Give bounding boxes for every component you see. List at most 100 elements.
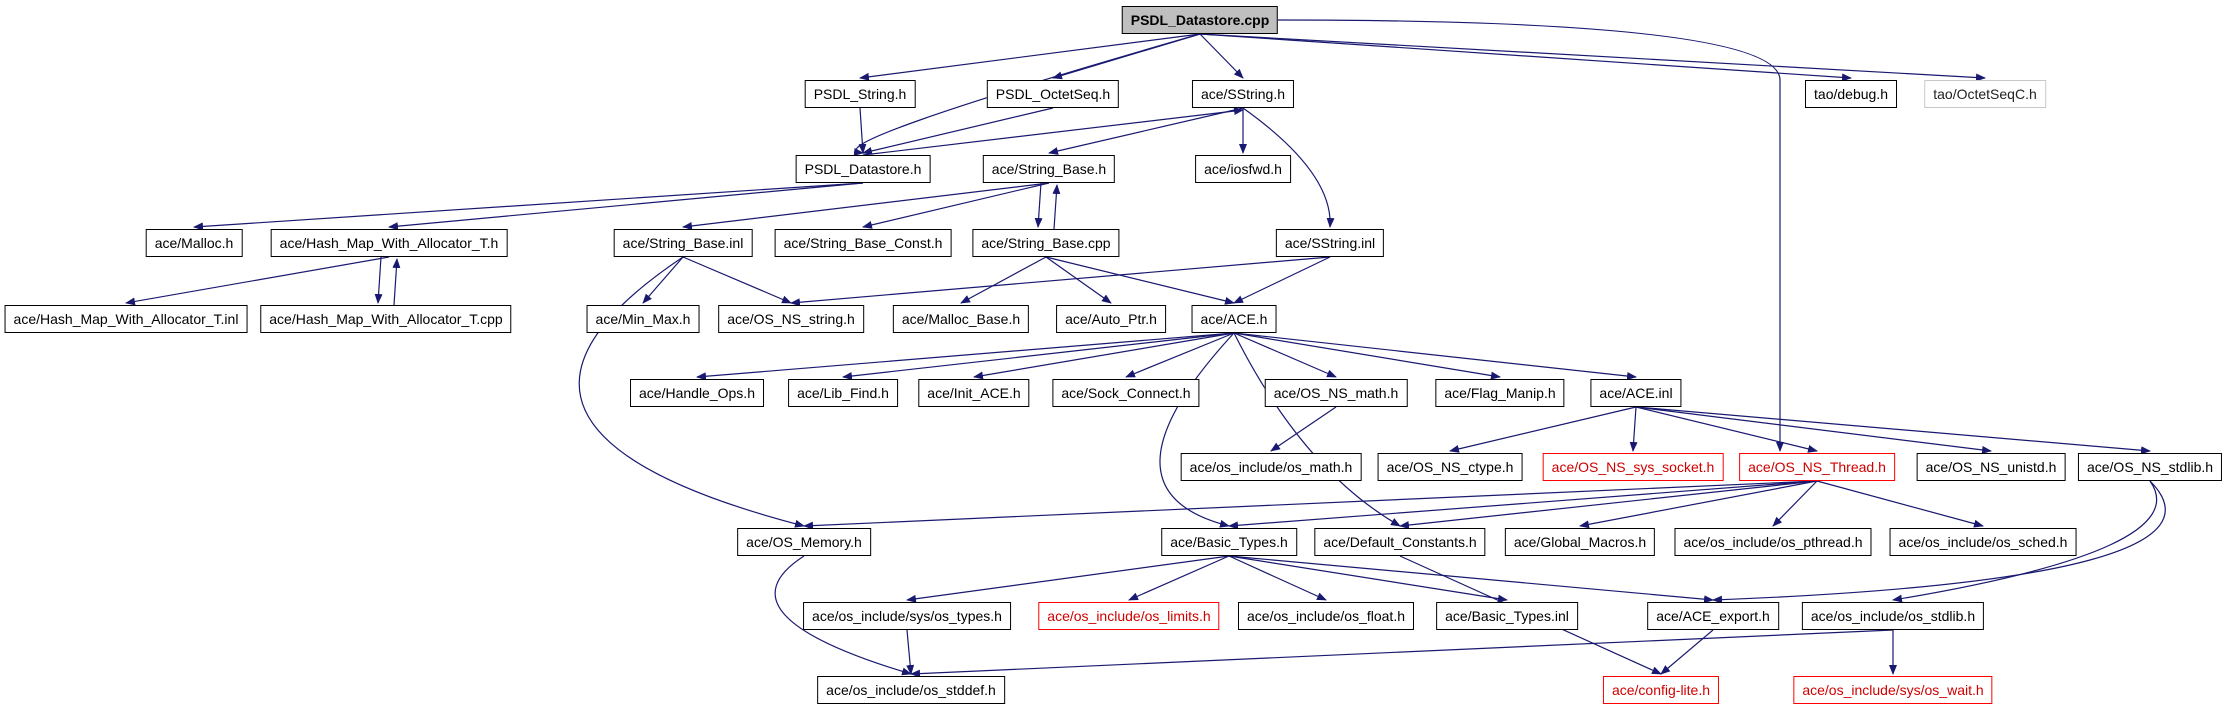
graph-node-psdl_datastore_cpp[interactable]: PSDL_Datastore.cpp xyxy=(1121,6,1279,34)
graph-node-os_memory_h[interactable]: ace/OS_Memory.h xyxy=(737,528,871,556)
edge-ace_inl-to-os_ns_sys_socket_h xyxy=(1629,406,1638,452)
graph-node-os_ns_ctype_h[interactable]: ace/OS_NS_ctype.h xyxy=(1377,453,1523,481)
graph-node-os_pthread_h[interactable]: ace/os_include/os_pthread.h xyxy=(1674,528,1872,556)
graph-node-handle_ops_h[interactable]: ace/Handle_Ops.h xyxy=(630,379,764,407)
edge-os_stdlib_h-to-os_stddef_h xyxy=(910,629,1894,678)
edge-ace_inl-to-os_ns_stdlib_h xyxy=(1635,406,2151,455)
graph-node-os_ns_thread_h[interactable]: ace/OS_NS_Thread.h xyxy=(1739,453,1895,481)
graph-node-malloc_base_h[interactable]: ace/Malloc_Base.h xyxy=(892,305,1030,333)
edge-os_ns_stdlib_h-to-ace_export_h xyxy=(1712,480,2166,604)
graph-node-os_math_h[interactable]: ace/os_include/os_math.h xyxy=(1180,453,1362,481)
graph-node-os_ns_unistd_h[interactable]: ace/OS_NS_unistd.h xyxy=(1916,453,2066,481)
graph-node-psdl_string_h[interactable]: PSDL_String.h xyxy=(804,80,916,108)
edge-psdl_datastore_h-to-sstring_h xyxy=(862,107,1244,156)
edge-ace_h-to-default_constants_h xyxy=(1233,332,1401,527)
edge-ace_h-to-sock_connect_h xyxy=(1125,332,1235,378)
edge-psdl_datastore_h-to-malloc_h xyxy=(193,182,864,231)
edge-os_ns_thread_h-to-os_sched_h xyxy=(1816,480,1984,528)
graph-node-init_ace_h[interactable]: ace/Init_ACE.h xyxy=(918,379,1030,407)
edge-ace_inl-to-os_ns_unistd_h xyxy=(1635,406,1992,454)
edge-psdl_string_h-to-psdl_datastore_h xyxy=(858,107,867,154)
graph-node-psdl_datastore_h[interactable]: PSDL_Datastore.h xyxy=(795,155,931,183)
edge-string_base_cpp-to-ace_h xyxy=(1045,256,1235,305)
graph-node-sstring_inl[interactable]: ace/SString.inl xyxy=(1275,229,1385,257)
edge-hashmap_cpp-to-hashmap_h xyxy=(392,258,401,306)
edge-ace_h-to-ace_inl xyxy=(1233,332,1637,380)
edge-string_base_cpp-to-malloc_base_h xyxy=(960,256,1047,304)
graph-node-ace_h[interactable]: ace/ACE.h xyxy=(1191,305,1277,333)
graph-node-string_base_const_h[interactable]: ace/String_Base_Const.h xyxy=(774,229,952,257)
edge-ace_h-to-os_ns_math_h xyxy=(1233,332,1337,378)
edge-os_ns_thread_h-to-os_memory_h xyxy=(803,480,1818,530)
edge-os_ns_thread_h-to-default_constants_h xyxy=(1399,480,1818,530)
graph-node-os_ns_sys_socket_h[interactable]: ace/OS_NS_sys_socket.h xyxy=(1542,453,1724,481)
graph-node-flag_manip_h[interactable]: ace/Flag_Manip.h xyxy=(1435,379,1565,407)
edge-string_base_h-to-string_base_inl xyxy=(682,182,1050,230)
edge-sstring_inl-to-ace_h xyxy=(1233,256,1331,304)
graph-node-hashmap_inl[interactable]: ace/Hash_Map_With_Allocator_T.inl xyxy=(4,305,248,333)
graph-node-config_lite_h[interactable]: ace/config-lite.h xyxy=(1602,676,1720,704)
edge-hashmap_h-to-hashmap_inl xyxy=(125,256,390,306)
graph-node-ace_export_h[interactable]: ace/ACE_export.h xyxy=(1647,602,1779,630)
graph-node-os_stdlib_h[interactable]: ace/os_include/os_stdlib.h xyxy=(1801,602,1985,630)
graph-node-hashmap_cpp[interactable]: ace/Hash_Map_With_Allocator_T.cpp xyxy=(260,305,512,333)
graph-node-sys_os_types_h[interactable]: ace/os_include/sys/os_types.h xyxy=(803,602,1011,630)
graph-node-tao_octetseqc_h: tao/OctetSeqC.h xyxy=(1924,80,2046,108)
edge-ace_h-to-lib_find_h xyxy=(842,332,1235,380)
graph-node-tao_debug_h[interactable]: tao/debug.h xyxy=(1805,80,1897,108)
edge-string_base_inl-to-os_ns_string_h xyxy=(682,256,792,304)
graph-node-os_float_h[interactable]: ace/os_include/os_float.h xyxy=(1238,602,1414,630)
graph-node-os_stddef_h[interactable]: ace/os_include/os_stddef.h xyxy=(817,676,1005,704)
graph-node-os_ns_math_h[interactable]: ace/OS_NS_math.h xyxy=(1264,379,1408,407)
graph-node-os_limits_h[interactable]: ace/os_include/os_limits.h xyxy=(1038,602,1220,630)
edge-psdl_datastore_h-to-hashmap_h xyxy=(388,182,864,231)
edge-psdl_octetseq_h-to-psdl_datastore_h xyxy=(862,107,1054,155)
graph-node-auto_ptr_h[interactable]: ace/Auto_Ptr.h xyxy=(1056,305,1166,333)
edge-os_ns_stdlib_h-to-os_stdlib_h xyxy=(1892,480,2158,603)
edge-os_ns_thread_h-to-global_macros_h xyxy=(1579,480,1818,529)
graph-node-hashmap_h[interactable]: ace/Hash_Map_With_Allocator_T.h xyxy=(270,229,508,257)
graph-node-psdl_octetseq_h[interactable]: PSDL_OctetSeq.h xyxy=(986,80,1120,108)
graph-node-global_macros_h[interactable]: ace/Global_Macros.h xyxy=(1504,528,1656,556)
graph-node-basic_types_inl[interactable]: ace/Basic_Types.inl xyxy=(1436,602,1578,630)
graph-node-iosfwd_h[interactable]: ace/iosfwd.h xyxy=(1195,155,1291,183)
edge-ace_h-to-handle_ops_h xyxy=(696,332,1235,381)
graph-node-default_constants_h[interactable]: ace/Default_Constants.h xyxy=(1314,528,1486,556)
edge-psdl_datastore_cpp-to-psdl_string_h xyxy=(859,33,1201,81)
graph-node-string_base_inl[interactable]: ace/String_Base.inl xyxy=(613,229,753,257)
edge-ace_h-to-basic_types_h xyxy=(1159,332,1235,528)
edge-psdl_datastore_cpp-to-tao_octetseqc_h xyxy=(1199,33,1986,82)
graph-node-os_ns_stdlib_h[interactable]: ace/OS_NS_stdlib.h xyxy=(2077,453,2223,481)
edge-psdl_datastore_cpp-to-tao_debug_h xyxy=(1199,33,1852,82)
graph-node-string_base_h[interactable]: ace/String_Base.h xyxy=(982,155,1116,183)
graph-node-lib_find_h[interactable]: ace/Lib_Find.h xyxy=(788,379,898,407)
graph-node-sock_connect_h[interactable]: ace/Sock_Connect.h xyxy=(1052,379,1200,407)
edge-sstring_h-to-string_base_h xyxy=(1048,107,1244,155)
edge-os_ns_math_h-to-os_math_h xyxy=(1270,406,1337,452)
graph-node-sys_os_wait_h[interactable]: ace/os_include/sys/os_wait.h xyxy=(1793,676,1993,704)
edge-ace_inl-to-os_ns_ctype_h xyxy=(1449,406,1637,453)
graph-node-min_max_h[interactable]: ace/Min_Max.h xyxy=(586,305,700,333)
edge-string_base_inl-to-os_memory_h xyxy=(578,256,805,528)
graph-node-os_sched_h[interactable]: ace/os_include/os_sched.h xyxy=(1889,528,2077,556)
edge-ace_export_h-to-config_lite_h xyxy=(1660,629,1714,675)
graph-node-sstring_h[interactable]: ace/SString.h xyxy=(1191,80,1295,108)
graph-node-ace_inl[interactable]: ace/ACE.inl xyxy=(1590,379,1682,407)
edge-os_ns_thread_h-to-os_pthread_h xyxy=(1772,480,1818,527)
edge-hashmap_h-to-hashmap_cpp xyxy=(374,256,383,304)
edge-sstring_inl-to-os_ns_string_h xyxy=(790,256,1331,307)
edge-string_base_h-to-string_base_const_h xyxy=(862,182,1050,229)
edge-sstring_h-to-sstring_inl xyxy=(1242,107,1335,228)
graph-node-basic_types_h[interactable]: ace/Basic_Types.h xyxy=(1161,528,1297,556)
graph-node-os_ns_string_h[interactable]: ace/OS_NS_string.h xyxy=(718,305,864,333)
edge-ace_h-to-flag_manip_h xyxy=(1233,332,1501,380)
edge-string_base_cpp-to-auto_ptr_h xyxy=(1045,256,1112,304)
edge-string_base_cpp-to-string_base_h xyxy=(1052,184,1061,230)
graph-node-string_base_cpp[interactable]: ace/String_Base.cpp xyxy=(972,229,1120,257)
graph-node-malloc_h[interactable]: ace/Malloc.h xyxy=(145,229,243,257)
edge-string_base_inl-to-min_max_h xyxy=(642,256,684,304)
edge-psdl_datastore_cpp-to-sstring_h xyxy=(1199,33,1244,79)
edge-os_ns_thread_h-to-basic_types_h xyxy=(1228,480,1818,530)
